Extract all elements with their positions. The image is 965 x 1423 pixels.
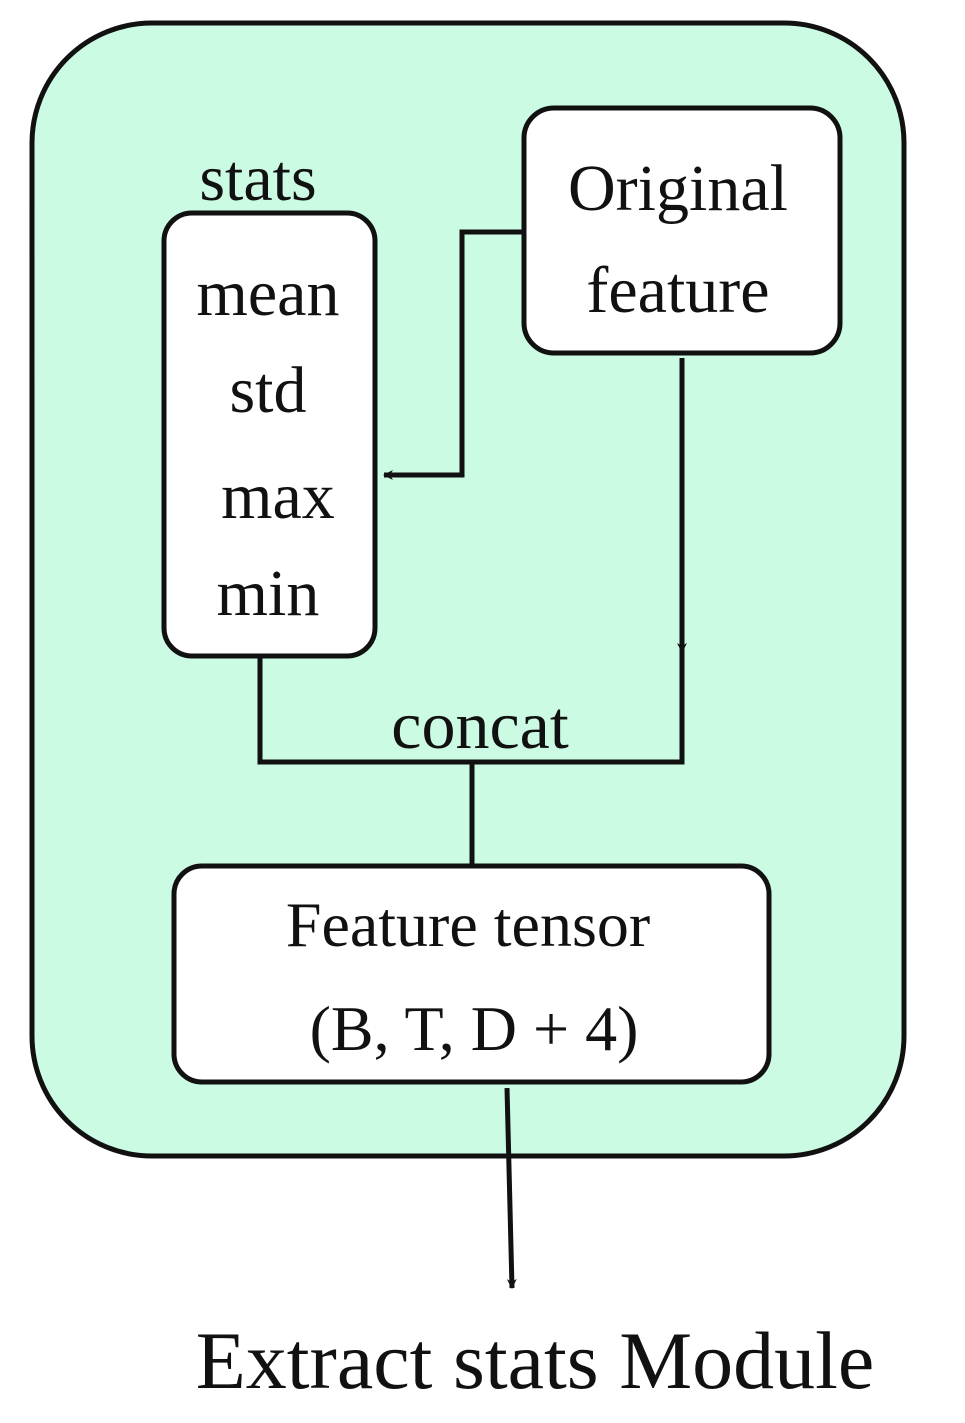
module-title: Extract stats Module xyxy=(196,1315,875,1406)
feature-tensor-box xyxy=(171,863,772,1085)
stats-box xyxy=(161,210,378,659)
stats-item-min: min xyxy=(217,557,320,630)
stats-item-mean: mean xyxy=(197,257,340,330)
original-feature-line1: Original xyxy=(568,152,788,225)
arrow-original-to-stats xyxy=(383,229,524,480)
feature-tensor-line2: (B, T, D + 4) xyxy=(310,993,639,1064)
feature-tensor-line1: Feature tensor xyxy=(286,889,650,960)
stats-item-max: max xyxy=(221,460,335,533)
original-feature-line2: feature xyxy=(586,254,769,327)
stats-item-std: std xyxy=(229,354,306,427)
concat-label: concat xyxy=(391,687,569,763)
arrow-output xyxy=(504,1087,517,1289)
stats-label: stats xyxy=(199,142,316,215)
